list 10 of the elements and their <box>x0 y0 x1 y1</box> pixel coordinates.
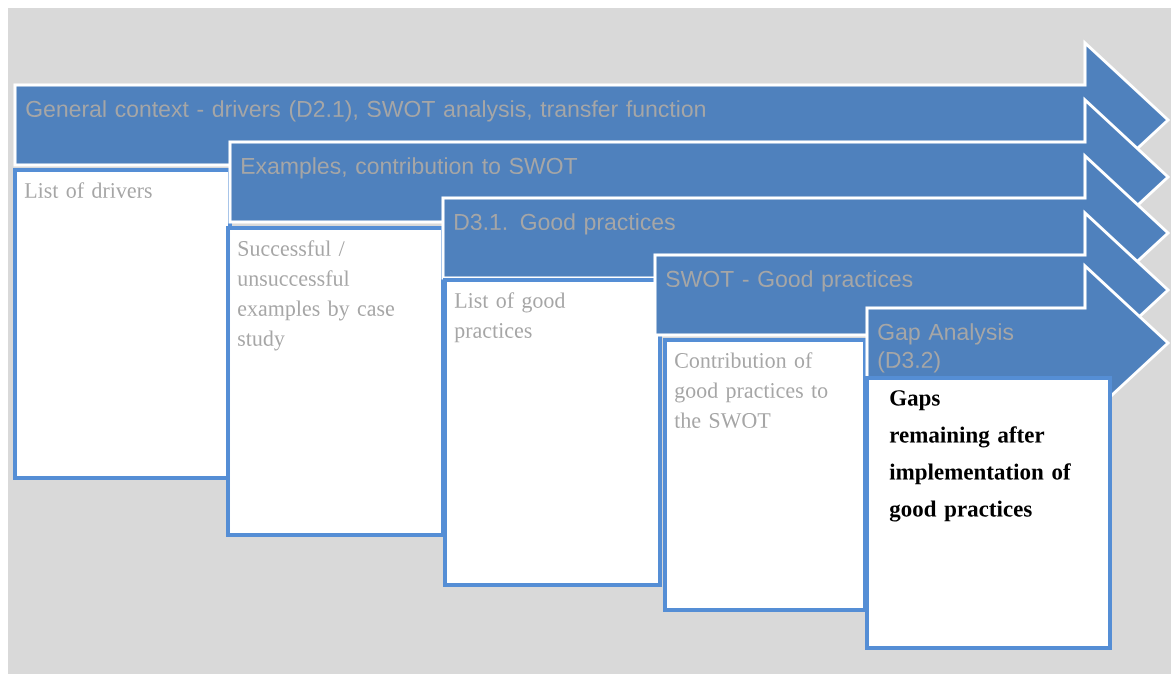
text-box: Successful / unsuccessful examples by case study <box>226 226 445 537</box>
text-box: Gaps remaining after implementation of good practices <box>865 376 1112 650</box>
text-box: Contribution of good practices to the SWOT <box>663 338 867 612</box>
node-label: Gap Analysis (D3.2) <box>878 323 1014 373</box>
node-label: D3.1. Good practices <box>455 213 675 235</box>
node-label: SWOT - Good practices <box>666 270 913 292</box>
text-box: List of good practices <box>443 278 662 587</box>
node-label: Examples, contribution to SWOT <box>242 157 578 179</box>
text-box: List of drivers <box>13 168 232 480</box>
node-label: General context - drivers (D2.1), SWOT analysis, transfer function <box>26 100 705 122</box>
